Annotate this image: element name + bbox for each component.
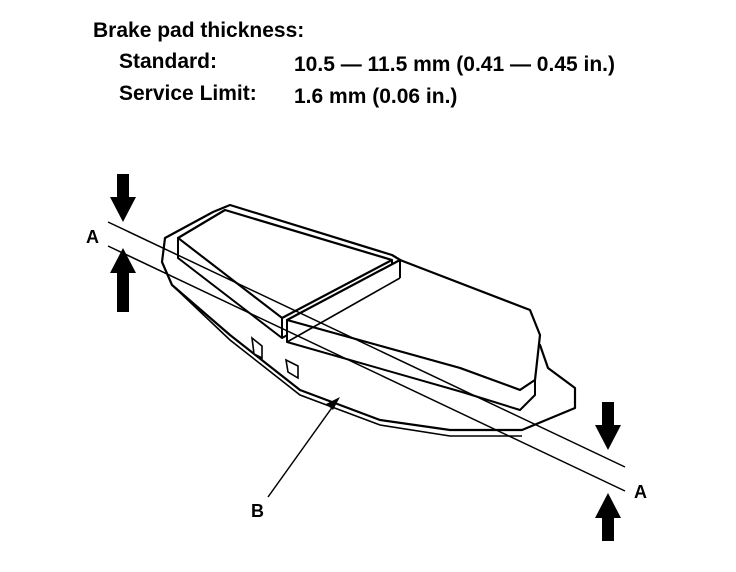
callout-a-right: A: [634, 482, 647, 502]
measure-line-lower: [107, 245, 626, 492]
service-limit-label: Service Limit:: [119, 82, 257, 105]
measure-line-upper: [107, 221, 626, 468]
standard-label: Standard:: [119, 50, 218, 73]
arrow-down-left: [110, 174, 136, 222]
callout-a-left: A: [86, 227, 99, 247]
arrow-down-right: [595, 402, 621, 450]
callout-b: B: [251, 501, 264, 521]
arrow-up-right: [595, 493, 621, 541]
mounting-tab-left: [250, 336, 299, 380]
spec-heading: Brake pad thickness:: [93, 19, 305, 42]
standard-value: 10.5 — 11.5 mm (0.41 — 0.45 in.): [294, 53, 615, 76]
arrow-up-left: [110, 248, 136, 312]
service-limit-value: 1.6 mm (0.06 in.): [294, 85, 458, 108]
leader-b-arrowhead: [326, 397, 340, 410]
backing-plate-edge: [171, 284, 522, 437]
leader-b: [267, 401, 337, 498]
